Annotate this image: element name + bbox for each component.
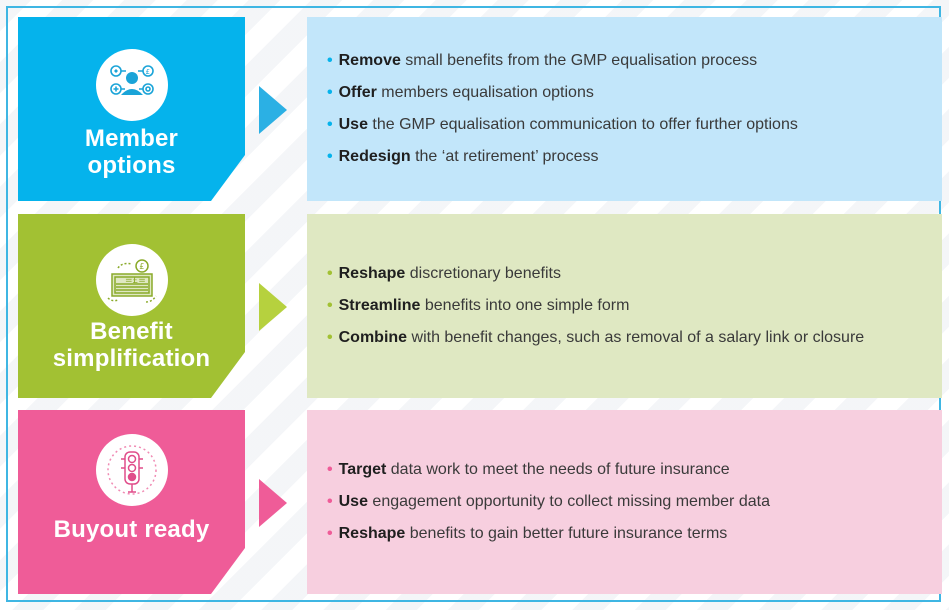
arrow-member-options	[259, 86, 287, 134]
member-options-icon: £	[96, 49, 168, 121]
bullet-item: •Streamline benefits into one simple for…	[327, 297, 630, 314]
bullet-item: •Target data work to meet the needs of f…	[327, 461, 730, 478]
bullet-item: •Remove small benefits from the GMP equa…	[327, 52, 758, 69]
row-buyout-ready: Buyout ready •Target data work to meet t…	[18, 410, 943, 594]
bullet-item: •Offer members equalisation options	[327, 84, 594, 101]
bullet-item: •Redesign the ‘at retirement’ process	[327, 148, 599, 165]
buyout-ready-title: Buyout ready	[53, 516, 210, 543]
benefit-simplification-title: Benefit simplification	[52, 318, 211, 372]
buyout-ready-panel: Buyout ready	[18, 410, 245, 594]
row-benefit-simplification: =£= £ Benefit simplification •Reshape di…	[18, 214, 943, 398]
member-options-title: Member options	[84, 125, 179, 179]
bullet-item: •Reshape benefits to gain better future …	[327, 525, 728, 542]
bullet-item: •Use engagement opportunity to collect m…	[327, 493, 770, 510]
member-options-panel: £ Member options	[18, 17, 245, 201]
bullet-item: •Combine with benefit changes, such as r…	[327, 329, 865, 346]
buyout-ready-details: •Target data work to meet the needs of f…	[307, 410, 942, 594]
svg-text:£: £	[139, 262, 144, 271]
banknote-icon: =£= £	[96, 244, 168, 316]
benefit-simplification-details: •Reshape discretionary benefits •Streaml…	[307, 214, 942, 398]
traffic-light-icon	[96, 434, 168, 506]
svg-text:£: £	[145, 68, 149, 76]
row-member-options: £ Member options •Remove small benefits …	[18, 17, 943, 201]
member-options-details: •Remove small benefits from the GMP equa…	[307, 17, 942, 201]
bullet-item: •Reshape discretionary benefits	[327, 265, 561, 282]
bullet-item: •Use the GMP equalisation communication …	[327, 116, 798, 133]
arrow-benefit-simplification	[259, 283, 287, 331]
svg-text:=£=: =£=	[125, 276, 146, 286]
benefit-simplification-panel: =£= £ Benefit simplification	[18, 214, 245, 398]
arrow-buyout-ready	[259, 479, 287, 527]
